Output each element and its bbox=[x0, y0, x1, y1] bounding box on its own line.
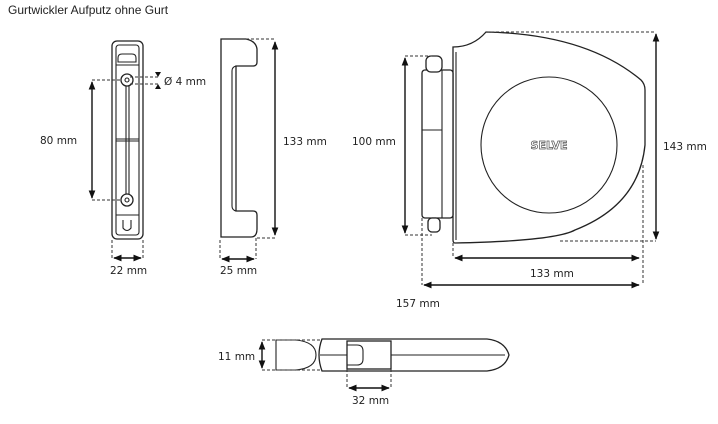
side-view: 133 mm 25 mm bbox=[219, 38, 327, 277]
drawing-title: Gurtwickler Aufputz ohne Gurt bbox=[8, 3, 169, 17]
hole-diameter-label: Ø 4 mm bbox=[164, 76, 206, 88]
hole-spacing-label: 80 mm bbox=[40, 135, 77, 147]
plate-width-label: 22 mm bbox=[110, 265, 147, 277]
side-depth-label: 25 mm bbox=[220, 265, 257, 277]
brand-logo: SELVE bbox=[531, 139, 568, 152]
mounting-hole-bottom bbox=[120, 193, 134, 207]
total-width-label: 157 mm bbox=[396, 298, 440, 310]
body-width-label: 133 mm bbox=[530, 268, 574, 280]
back-plate-view: 80 mm Ø 4 mm 22 mm bbox=[40, 40, 206, 277]
thickness-label: 11 mm bbox=[218, 351, 255, 363]
total-height-label: 143 mm bbox=[663, 141, 707, 153]
winding-cover bbox=[480, 76, 618, 214]
side-height-label: 133 mm bbox=[283, 136, 327, 148]
front-view: SELVE 100 mm 143 mm 133 mm 157 mm bbox=[352, 31, 707, 310]
bottom-view: 11 mm 32 mm bbox=[218, 338, 510, 407]
plate-height-label: 100 mm bbox=[352, 136, 396, 148]
slot-width-label: 32 mm bbox=[352, 395, 389, 407]
